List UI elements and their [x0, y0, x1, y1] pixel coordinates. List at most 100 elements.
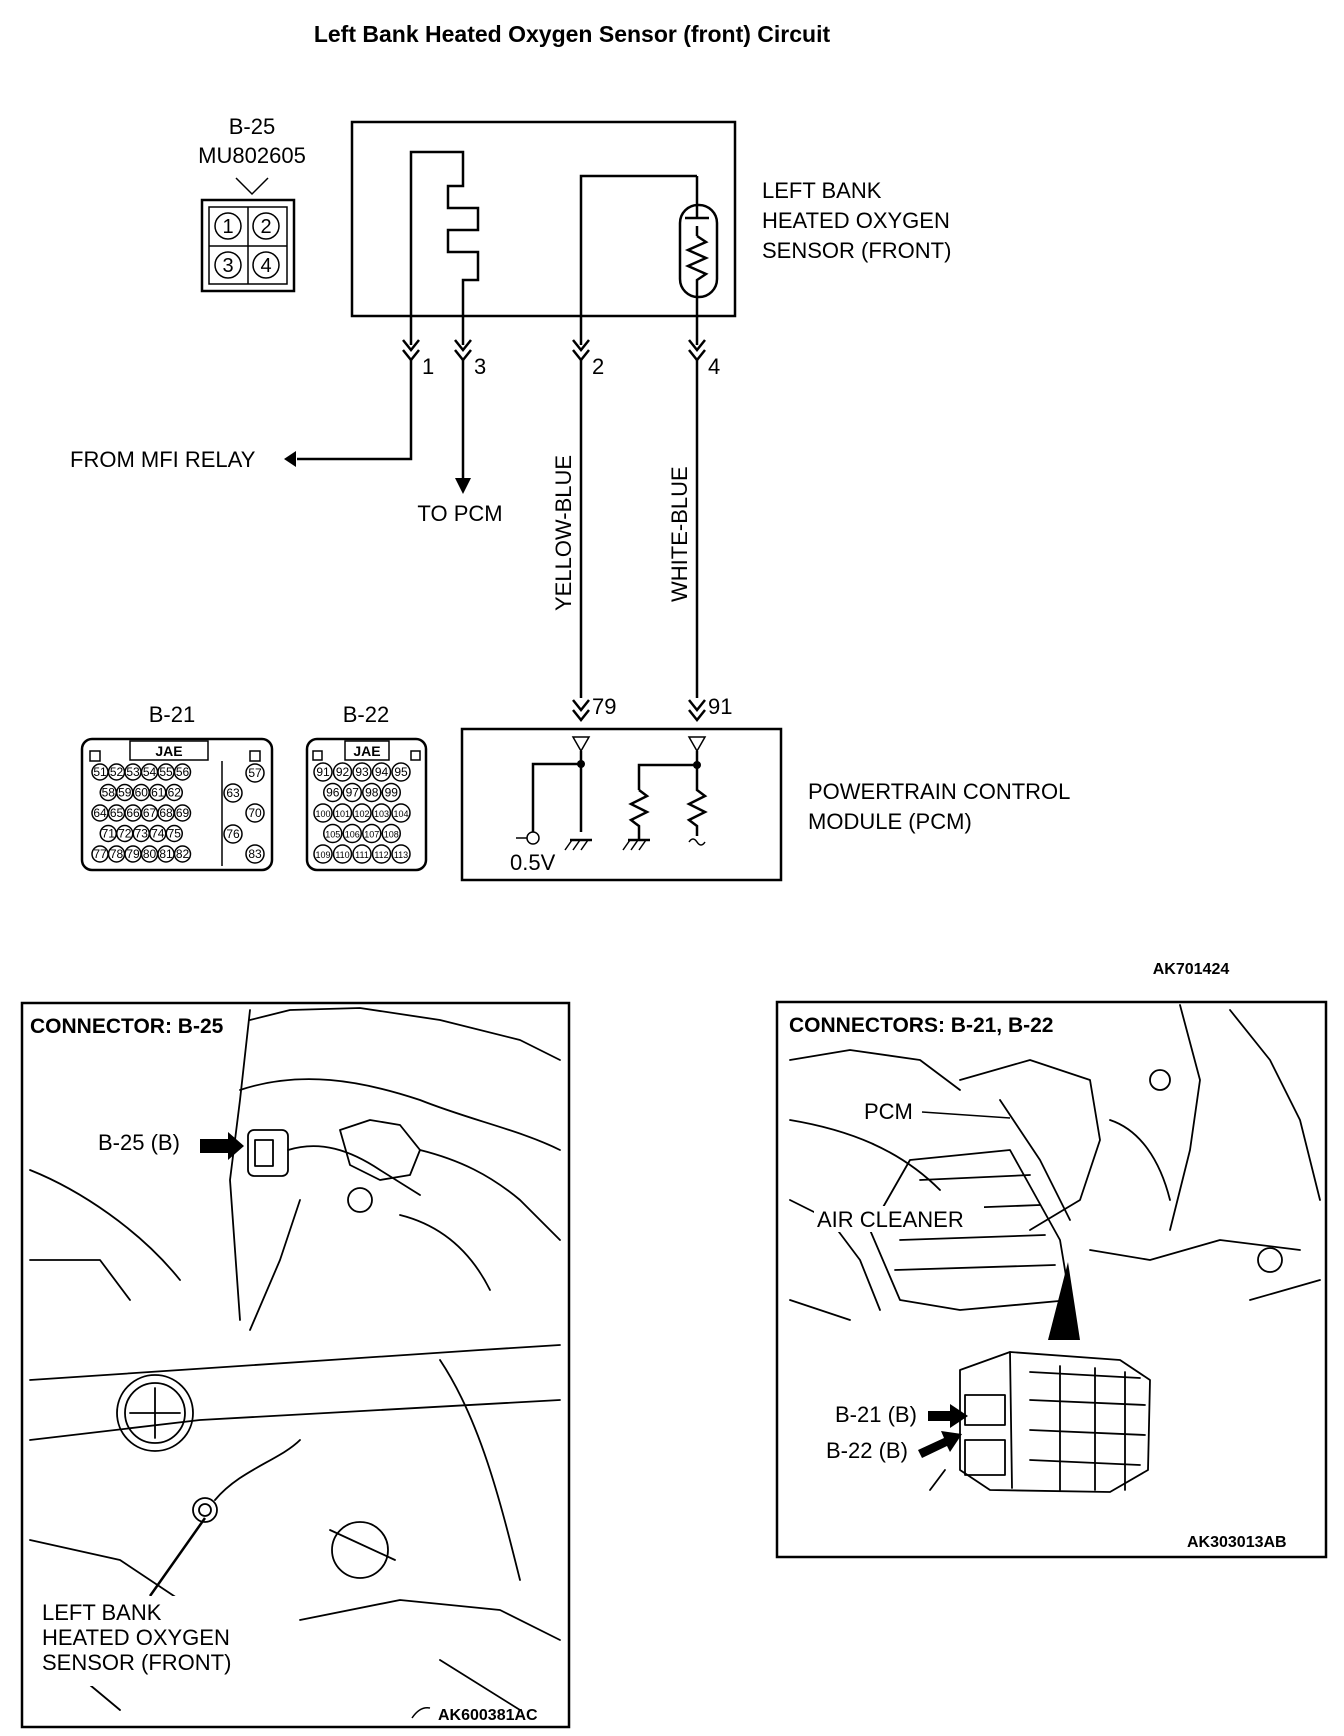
b21-pin-75-circle: [165, 824, 183, 843]
wire-pin-3: 3: [474, 354, 486, 379]
b25-pin-1: 1: [222, 216, 233, 238]
b21-pin-72: 72: [118, 827, 132, 841]
b21-pin-61: 61: [151, 786, 165, 800]
b22-pin-109-circle: [313, 844, 333, 864]
from-mfi-relay-label: FROM MFI RELAY: [70, 447, 256, 472]
b21-pin-62: 62: [168, 786, 182, 800]
wire-color-yellow-blue: YELLOW-BLUE: [551, 455, 576, 611]
b22-pin-113-circle: [391, 844, 411, 864]
b22-pin-95: 95: [394, 765, 408, 779]
b22-pin-95-circle: [391, 762, 411, 782]
b21-pin-63-circle: [223, 783, 243, 803]
b21-pin-76: 76: [226, 827, 240, 841]
to-pcm-label: TO PCM: [417, 501, 502, 526]
b22-pin-111: 111: [355, 850, 369, 860]
panel-left-label-line-1: LEFT BANK: [42, 1600, 162, 1625]
b21-connector-id: B-21: [149, 702, 195, 727]
b25-connector-id: B-25: [229, 114, 275, 139]
pcm-box: 0.5V POWERTRAIN CONTROL MODULE (PCM): [460, 727, 1070, 882]
b22-pin-112: 112: [374, 850, 388, 860]
b21-pin-75: 75: [168, 827, 182, 841]
b22-pin-103-circle: [371, 803, 392, 823]
b21-pin-58: 58: [102, 786, 116, 800]
diagram-title: Left Bank Heated Oxygen Sensor (front) C…: [314, 21, 831, 47]
b22-pin-101-circle: [332, 803, 353, 823]
sensor-label-line-2: HEATED OXYGEN: [762, 208, 950, 233]
b21-pin-54: 54: [143, 765, 157, 779]
b22-pin-103: 103: [374, 809, 389, 819]
pcm-voltage-label: 0.5V: [510, 850, 556, 875]
b21-pin-56: 56: [176, 765, 190, 779]
b22-pin-108: 108: [384, 830, 399, 840]
b21-pin-83-circle: [245, 844, 265, 864]
b21-pin-51: 51: [93, 765, 107, 779]
b22-pin-107: 107: [364, 830, 379, 840]
b22-pin-113: 113: [394, 850, 408, 860]
b22-pin-97-circle: [342, 782, 362, 803]
b22-pin-105-circle: [323, 823, 343, 844]
b25-part-number: MU802605: [198, 143, 306, 168]
sensor-label-line-1: LEFT BANK: [762, 178, 882, 203]
b21-pin-55: 55: [159, 765, 173, 779]
b22-pin-108-circle: [381, 823, 401, 844]
b21-brand: JAE: [155, 743, 182, 759]
sensor-leader-line: [148, 1517, 207, 1597]
b22-pin-111-circle: [352, 844, 372, 864]
sensor-label-line-3: SENSOR (FRONT): [762, 238, 951, 263]
b22-pin-102: 102: [354, 809, 369, 819]
pcm-photo-label: PCM: [864, 1099, 913, 1124]
pcm-pin-79: 79: [592, 694, 616, 719]
panel-connector-b25: CONNECTOR: B-25 B-25 (B): [20, 1001, 571, 1729]
air-cleaner-label: AIR CLEANER: [817, 1207, 964, 1232]
sensor-box: LEFT BANK HEATED OXYGEN SENSOR (FRONT): [350, 120, 951, 345]
b22-pin-106: 106: [345, 830, 360, 840]
panel-left-label-line-2: HEATED OXYGEN: [42, 1625, 230, 1650]
pcm-module-illustration: [929, 1351, 1151, 1493]
b22-pin-94: 94: [375, 765, 389, 779]
b22-pin-93: 93: [355, 765, 369, 779]
b21-pin-82-circle: [173, 845, 192, 863]
b22-pin-92: 92: [336, 765, 350, 779]
b21-pin-74: 74: [151, 827, 165, 841]
b22-pin-92-circle: [332, 762, 353, 782]
b22-pin-109: 109: [315, 850, 330, 860]
callout-b22: B-22 (B): [826, 1438, 908, 1463]
b21-pin-82: 82: [176, 847, 190, 861]
b21-pin-70: 70: [248, 806, 262, 820]
b22-pin-98: 98: [365, 786, 379, 800]
b22-pin-91-circle: [313, 762, 333, 782]
b22-pin-98-circle: [362, 782, 382, 803]
b21-pin-76-circle: [223, 824, 243, 844]
b22-brand: JAE: [353, 743, 380, 759]
panel-right-figure-code: AK303013AB: [1187, 1534, 1287, 1551]
b25-pin-3: 3: [222, 255, 233, 277]
b22-pin-104: 104: [393, 809, 408, 819]
b22-pin-112-circle: [371, 844, 392, 864]
pcm-label-line-1: POWERTRAIN CONTROL: [808, 779, 1070, 804]
pcm-pin-91: 91: [708, 694, 732, 719]
b21-pin-68: 68: [159, 806, 173, 820]
b22-pin-110: 110: [335, 850, 349, 860]
b22-pin-104-circle: [391, 803, 411, 823]
b21-pin-69: 69: [176, 806, 190, 820]
b21-pin-52: 52: [110, 765, 124, 779]
b25-pin-2: 2: [260, 216, 271, 238]
b21-pin-81: 81: [159, 847, 173, 861]
wire-color-white-blue: WHITE-BLUE: [667, 466, 692, 602]
b21-pin-69-circle: [173, 804, 192, 822]
b22-pin-96: 96: [326, 786, 340, 800]
b21-pin-70-circle: [245, 803, 265, 823]
b21-pin-77: 77: [93, 847, 107, 861]
b22-connector-id: B-22: [343, 702, 389, 727]
b21-pin-53: 53: [126, 765, 140, 779]
b21-callout-arrow: [928, 1404, 968, 1428]
b25-callout-arrow: [200, 1132, 244, 1160]
b22-pin-97: 97: [346, 786, 360, 800]
b22-pin-100-circle: [313, 803, 333, 823]
b21-pin-66: 66: [126, 806, 140, 820]
figure-code-top: AK701424: [1153, 961, 1230, 978]
panel-left-heading: CONNECTOR: B-25: [30, 1015, 224, 1038]
b25-connector-symbol: B-25 MU802605 1 2 3 4: [198, 114, 306, 293]
